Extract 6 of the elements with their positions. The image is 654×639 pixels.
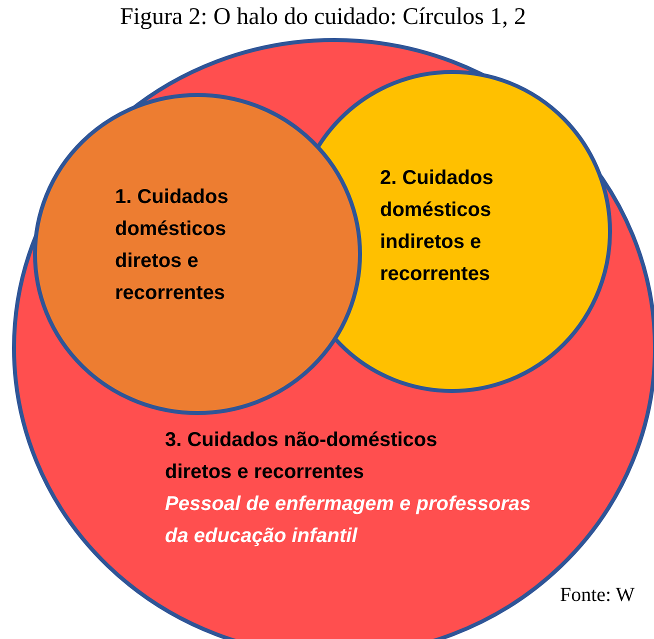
figure-title: Figura 2: O halo do cuidado: Círculos 1, 2 (120, 4, 526, 31)
circle-heading: 3. Cuidados não-domésticos diretos e recorrentes (165, 428, 438, 485)
circle-heading: 1. Cuidados domésticos diretos e recorrentes (115, 185, 230, 306)
source-note: Fonte: W (560, 584, 635, 607)
circle-heading: 2. Cuidados domésticos indiretos e recorrentes (380, 166, 494, 287)
circle-description: Pessoal de enfermagem e professoras da educação infantil (165, 492, 532, 549)
